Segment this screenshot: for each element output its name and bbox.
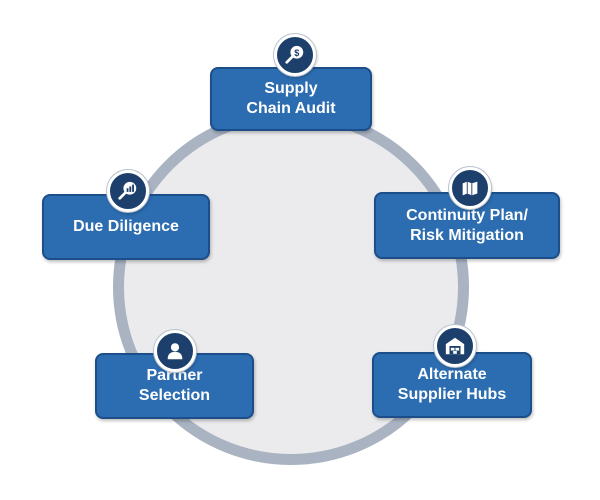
magnifier-dollar-icon: $: [274, 34, 316, 76]
node-supply-chain-audit: Supply Chain Audit: [210, 67, 372, 131]
person-icon: [154, 330, 196, 372]
node-label-line-1: Continuity Plan/: [406, 206, 528, 224]
magnifier-chart-icon: [107, 170, 149, 212]
node-label-line-2: Risk Mitigation: [410, 226, 524, 244]
node-label-line-2: Chain Audit: [246, 100, 336, 117]
map-document-icon: [449, 167, 491, 209]
node-label-line-1: Partner: [146, 367, 203, 384]
node-label-line-2: Selection: [138, 387, 211, 404]
node-label-line-1: Due Diligence: [73, 218, 179, 235]
node-label-line-1: Supply: [264, 80, 318, 97]
warehouse-icon: [434, 325, 476, 367]
node-label-line-2: Supplier Hubs: [397, 386, 507, 403]
node-label-line-1: Alternate: [417, 366, 487, 383]
svg-text:$: $: [294, 48, 299, 58]
node-continuity-plan: Continuity Plan/ Risk Mitigation: [374, 192, 560, 259]
